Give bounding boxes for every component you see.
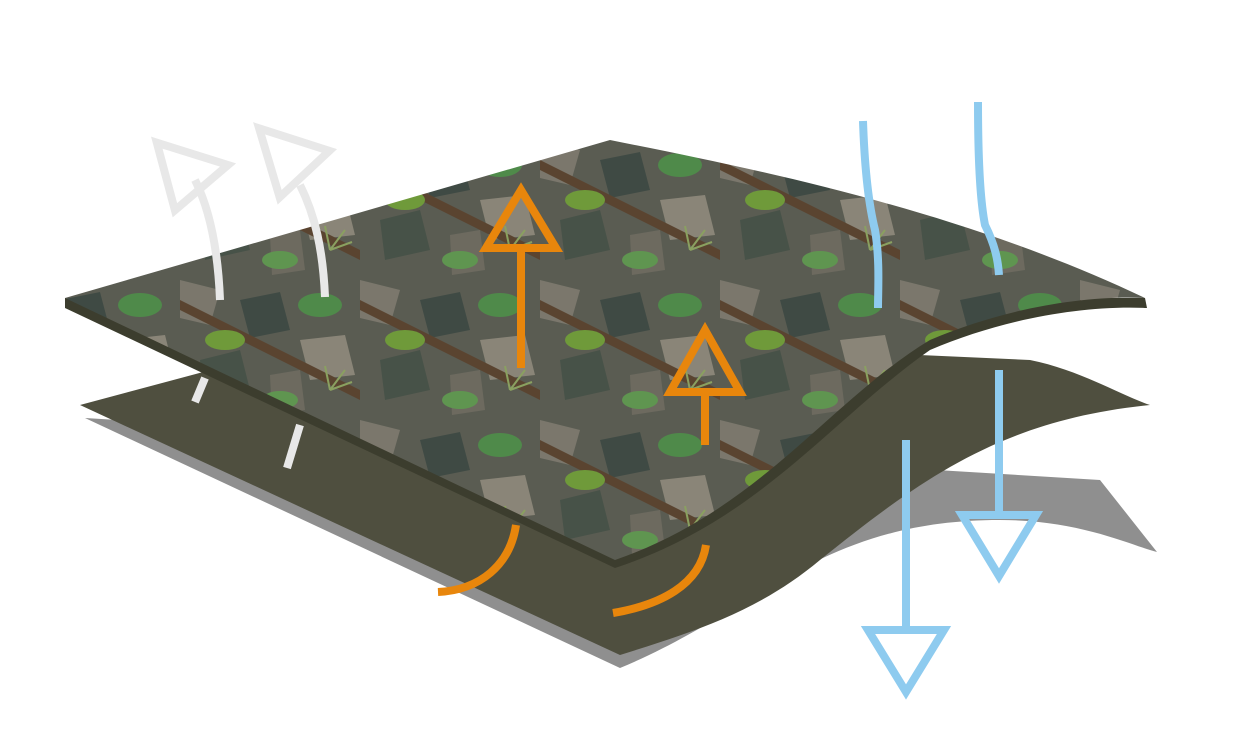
vapor-arrows [151,122,338,470]
arrow-down-icon [974,101,1003,276]
water-arrows [859,101,1044,700]
arrow-down-icon [859,120,883,309]
curved-arrow-up-icon [296,183,329,298]
heat-arrows [437,182,747,617]
